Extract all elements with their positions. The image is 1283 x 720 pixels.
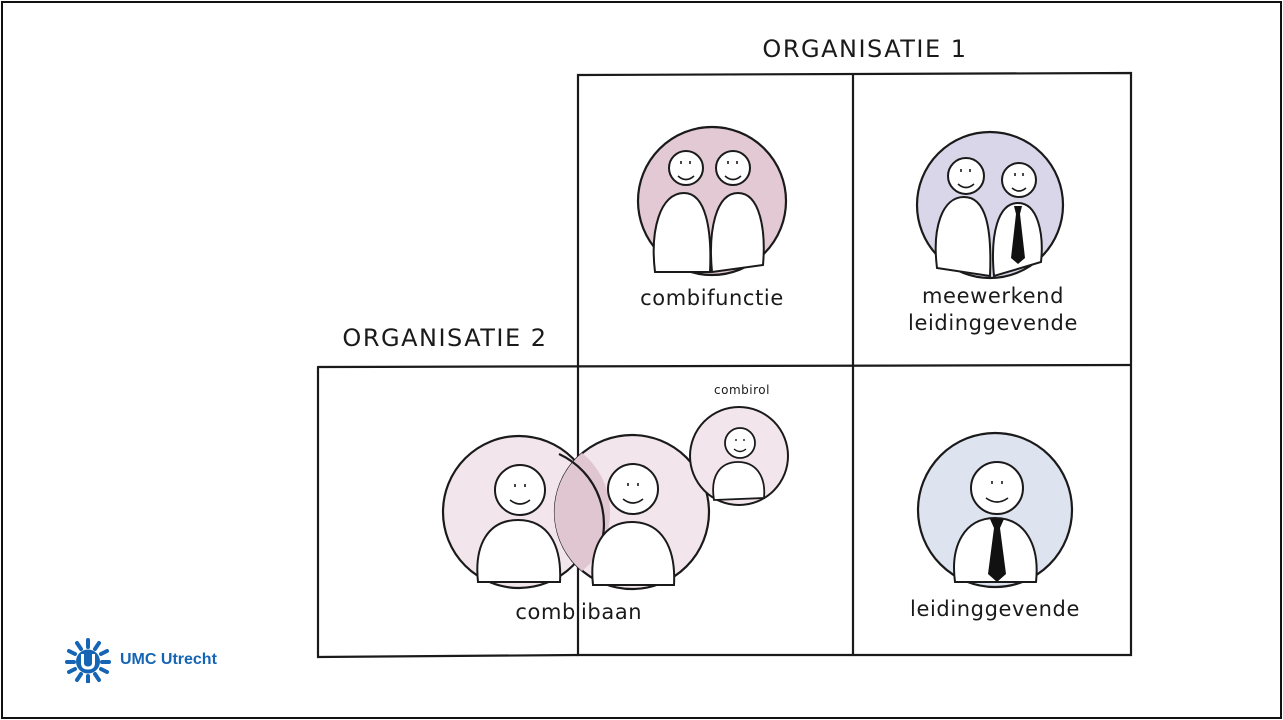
meewerkend-label: meewerkend [922,284,1064,308]
organisatie-1-label: ORGANISATIE 1 [762,35,968,63]
umc-star-u-icon [65,638,111,683]
combibaan-illustration [441,433,711,591]
combirol-illustration [689,406,789,506]
logo-text: UMC Utrecht [120,651,217,668]
combifunctie-illustration [636,125,788,277]
combifunctie-label: combifunctie [640,286,784,310]
org2-box [316,363,1133,659]
combibaan-label-part2: ibaan [581,600,643,624]
tie-icon [1011,206,1025,264]
meewerkend-leidinggevende-illustration [915,130,1065,280]
matrix-grid [316,71,1133,659]
leidinggevende-line2-label: leidinggevende [908,311,1078,335]
leidinggevende-label: leidinggevende [910,597,1080,621]
combibaan-label-part1: comb [515,600,576,624]
tie-icon [988,519,1006,582]
organisatie-2-label: ORGANISATIE 2 [342,324,548,352]
combirol-label: combirol [714,383,770,397]
leidinggevende-illustration [916,431,1074,589]
umc-utrecht-logo: UMC Utrecht [62,637,217,683]
